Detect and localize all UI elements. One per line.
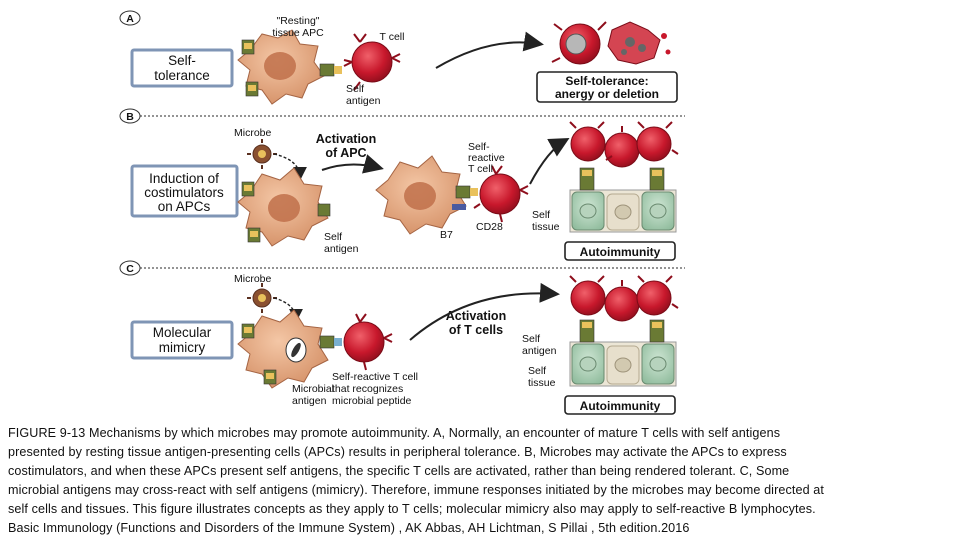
svg-text:mimicry: mimicry [159, 340, 206, 355]
svg-text:costimulators: costimulators [144, 185, 224, 200]
self-tissue-cells [569, 319, 677, 387]
microbe-label: Microbe [234, 273, 272, 285]
outcome-box-autoimmunity: Autoimmunity [564, 395, 676, 415]
box-label-self-tolerance: Self- tolerance [130, 48, 234, 88]
self-reactive-t-cell [343, 313, 393, 371]
t-cell-desc-label-2: that recognizes [332, 383, 403, 395]
caption-line: microbial antigens may cross-react with … [8, 483, 824, 497]
caption-line: self cells and tissues. This figure illu… [8, 502, 816, 516]
microbial-antigen-label: Microbial [292, 383, 334, 395]
microbe-label: Microbe [234, 127, 272, 139]
attacking-t-cells [569, 121, 679, 168]
caption-line: FIGURE 9-13 Mechanisms by which microbes… [8, 426, 781, 440]
caption-line: costimulators, and when these APCs prese… [8, 464, 790, 478]
svg-text:Autoimmunity: Autoimmunity [580, 399, 661, 413]
self-tissue-label: Self [528, 365, 546, 377]
svg-text:tolerance: tolerance [154, 68, 210, 83]
activation-arrow [321, 154, 384, 174]
t-cell-desc-label-3: microbial peptide [332, 395, 412, 407]
svg-text:A: A [126, 13, 134, 25]
t-cell-label: T cell [380, 31, 405, 43]
self-reactive-t-cell [473, 165, 529, 223]
t-cell-desc-label: Self-reactive T cell [332, 371, 418, 383]
svg-text:B: B [126, 111, 134, 123]
panel-c: C Molecular mimicry Microbe Microbial an… [119, 260, 679, 415]
anergic-t-cell [551, 21, 607, 65]
apc-cell [237, 167, 331, 247]
caption-line: presented by resting tissue antigen-pres… [8, 445, 787, 459]
autoimmunity-mechanisms-diagram: A Self- tolerance "Resting" tissue APC [119, 10, 685, 415]
activation-apc-label: Activation [316, 132, 376, 146]
svg-text:Induction of: Induction of [149, 171, 219, 186]
activation-t-cells-label: Activation [446, 309, 506, 323]
self-tissue-label: Self [532, 209, 550, 221]
self-tissue-label-2: tissue [532, 221, 560, 233]
arrow-to-tolerance [435, 31, 544, 69]
cd28-label: CD28 [476, 221, 503, 233]
apc-label: "Resting" [276, 15, 319, 27]
svg-text:C: C [126, 263, 134, 275]
resting-apc-cell [237, 29, 325, 105]
panel-letter-c: C [119, 260, 141, 276]
box-label-induction-costimulators: Induction of costimulators on APCs [130, 164, 239, 218]
self-antigen-label-2: antigen [522, 345, 557, 357]
attacking-t-cells [569, 275, 679, 322]
apc-cell-with-microbe [237, 309, 342, 389]
outcome-box-autoimmunity: Autoimmunity [564, 241, 676, 261]
self-antigen-label-2: antigen [346, 95, 381, 107]
panel-letter-b: B [119, 108, 141, 124]
microbe-icon [247, 283, 277, 313]
panel-a: A Self- tolerance "Resting" tissue APC [119, 10, 678, 107]
svg-text:on APCs: on APCs [158, 199, 211, 214]
microbial-antigen-label-2: antigen [292, 395, 327, 407]
self-antigen-label: Self [522, 333, 540, 345]
autoimmunity-arrow-b [529, 138, 570, 185]
microbe-icon [247, 139, 277, 169]
self-tissue-cells [569, 167, 677, 233]
self-antigen-label: Self [324, 231, 342, 243]
autoimmunity-arrow-c [409, 282, 560, 341]
self-antigen-label-2: antigen [324, 243, 359, 255]
svg-text:Molecular: Molecular [153, 325, 212, 340]
panel-b: B Induction of costimulators on APCs Mic… [119, 108, 679, 261]
activated-apc-cell [375, 155, 478, 235]
box-label-molecular-mimicry: Molecular mimicry [130, 320, 234, 360]
microbe-arrow [273, 153, 307, 181]
activation-apc-label-2: of APC [325, 146, 366, 160]
svg-text:anergy or deletion: anergy or deletion [555, 87, 659, 101]
apc-label-2: tissue APC [272, 27, 324, 39]
self-reactive-label-2: reactive [468, 152, 505, 164]
outcome-box-self-tolerance: Self-tolerance: anergy or deletion [536, 71, 678, 103]
apoptotic-t-cell [607, 21, 671, 65]
svg-text:Self-tolerance:: Self-tolerance: [565, 74, 648, 88]
activation-t-cells-label-2: of T cells [449, 323, 503, 337]
self-reactive-label: Self- [468, 141, 490, 153]
panel-letter-a: A [119, 10, 141, 26]
t-cell [343, 33, 401, 91]
self-reactive-label-3: T cell [468, 163, 493, 175]
svg-text:Self-: Self- [168, 53, 196, 68]
self-antigen-label: Self [346, 83, 364, 95]
mhc-receptor-icon [241, 39, 342, 97]
caption-citation: Basic Immunology (Functions and Disorder… [8, 521, 690, 535]
svg-text:Autoimmunity: Autoimmunity [580, 245, 661, 259]
self-tissue-label-2: tissue [528, 377, 556, 389]
b7-label: B7 [440, 229, 453, 241]
figure-caption: FIGURE 9-13 Mechanisms by which microbes… [8, 424, 952, 538]
